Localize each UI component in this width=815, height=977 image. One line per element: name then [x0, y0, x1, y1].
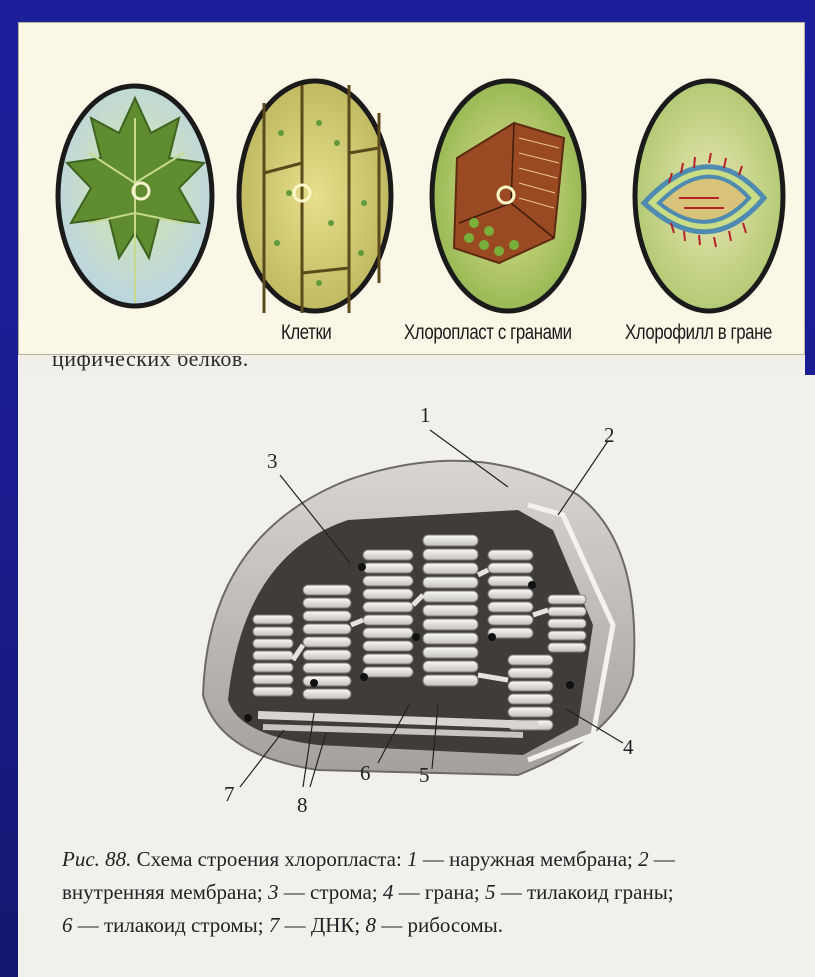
caption-run: — строма; [279, 880, 383, 904]
chloroplast-illustration [432, 81, 584, 311]
caption-run: внутренняя мембрана; [62, 880, 268, 904]
granum-stack [548, 595, 586, 652]
label-8: 8 [297, 793, 308, 818]
granum-stack [253, 615, 293, 696]
caption-run: — [649, 847, 675, 871]
caption-line: внутренняя мембрана; 3 — строма; 4 — гра… [62, 876, 807, 909]
caption-run: 4 [383, 880, 394, 904]
maple-leaf-illustration [58, 86, 212, 306]
label-5: 5 [419, 763, 430, 788]
label-4: 4 [623, 735, 634, 760]
label-2: 2 [604, 423, 615, 448]
cut-text: цифических белков. [52, 355, 249, 372]
caption-run: — тилакоид граны; [496, 880, 674, 904]
caption-run: 3 [268, 880, 279, 904]
figure-caption: Рис. 88. Схема строения хлоропласта: 1 —… [62, 843, 807, 942]
caption-run: 7 [269, 913, 280, 937]
granum-stack [488, 550, 533, 638]
illustration-panel: Клетки Хлоропласт с гранами Хлорофилл в … [18, 22, 805, 355]
granum-stack [423, 535, 478, 686]
caption-cells: Клетки [281, 321, 331, 345]
caption-run: Рис. 88. [62, 847, 131, 871]
caption-run: — наружная мембрана; [418, 847, 639, 871]
figure-panel: 1 2 3 4 5 6 7 8 Рис. 88. Схема строения … [18, 375, 815, 977]
caption-run: — грана; [393, 880, 485, 904]
caption-run: 2 [638, 847, 649, 871]
caption-run: 5 [485, 880, 496, 904]
caption-granum: Хлорофилл в гране [625, 321, 772, 345]
caption-run: 6 [62, 913, 73, 937]
caption-run: 1 [407, 847, 418, 871]
caption-run: — тилакоид стромы; [73, 913, 269, 937]
label-1: 1 [420, 403, 431, 428]
label-3: 3 [267, 449, 278, 474]
caption-line: 6 — тилакоид стромы; 7 — ДНК; 8 — рибосо… [62, 909, 807, 942]
caption-chloroplast: Хлоропласт с гранами [404, 321, 572, 345]
label-7: 7 [224, 782, 235, 807]
plant-cells-illustration [239, 81, 391, 313]
label-6: 6 [360, 761, 371, 786]
caption-run: Схема строения хлоропласта: [131, 847, 407, 871]
illustration-ovals [19, 23, 805, 355]
caption-line: Рис. 88. Схема строения хлоропласта: 1 —… [62, 843, 807, 876]
caption-run: — ДНК; [279, 913, 365, 937]
cut-text-strip: цифических белков. [18, 355, 805, 375]
caption-run: — рибосомы. [376, 913, 503, 937]
caption-run: 8 [365, 913, 376, 937]
granum-illustration [635, 81, 783, 311]
